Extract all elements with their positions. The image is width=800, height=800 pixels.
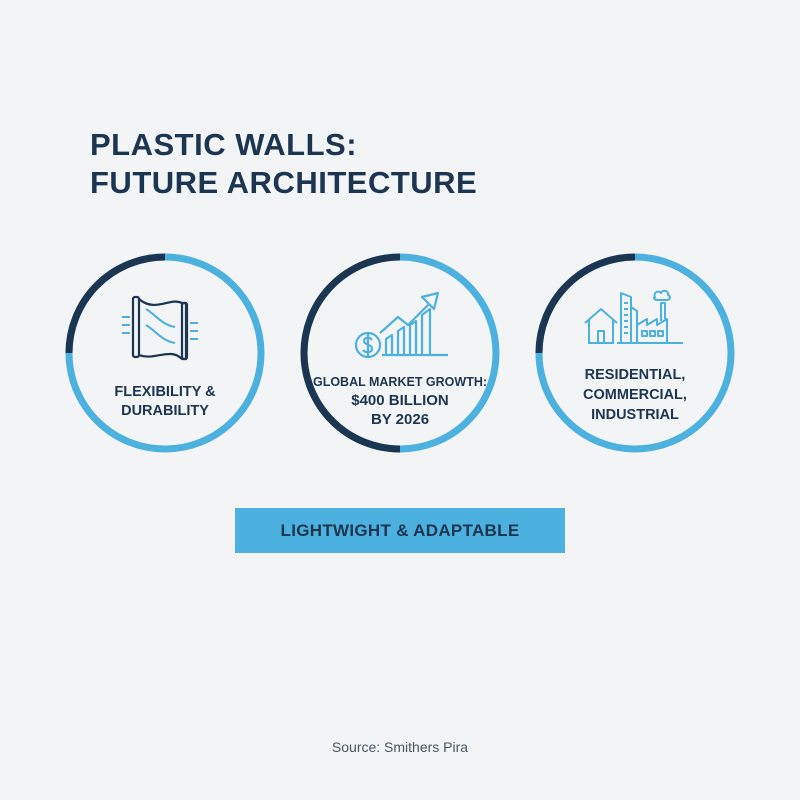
page-title: PLASTIC WALLS: FUTURE ARCHITECTURE [90,126,477,202]
card-line: GLOBAL MARKET GROWTH: [312,375,488,389]
feature-card-market-growth: GLOBAL MARKET GROWTH: $400 BILLION BY 20… [300,253,500,453]
progress-ring [535,253,735,453]
title-line-2: FUTURE ARCHITECTURE [90,165,478,200]
card-line: RESIDENTIAL, [584,367,686,383]
card-line: COMMERCIAL, [583,387,687,403]
card-line: $400 BILLION [351,392,449,409]
feature-card-sectors: RESIDENTIAL, COMMERCIAL, INDUSTRIAL [535,253,735,453]
card-line: DURABILITY [121,403,209,419]
card-line: INDUSTRIAL [591,407,679,423]
flexible-wall-icon [122,295,198,361]
feature-card-flexibility: FLEXIBILITY & DURABILITY [65,253,265,453]
lightweight-banner: LIGHTWIGHT & ADAPTABLE [235,508,565,553]
banner-label: LIGHTWIGHT & ADAPTABLE [280,520,520,540]
card-line: FLEXIBILITY & [114,384,216,400]
title-line-1: PLASTIC WALLS: [90,127,358,162]
source-citation: Source: Smithers Pira [331,739,469,755]
buildings-icon [584,289,683,344]
card-line: BY 2026 [370,411,430,428]
progress-ring [65,253,265,453]
market-growth-icon [354,291,448,359]
progress-ring [300,253,500,453]
